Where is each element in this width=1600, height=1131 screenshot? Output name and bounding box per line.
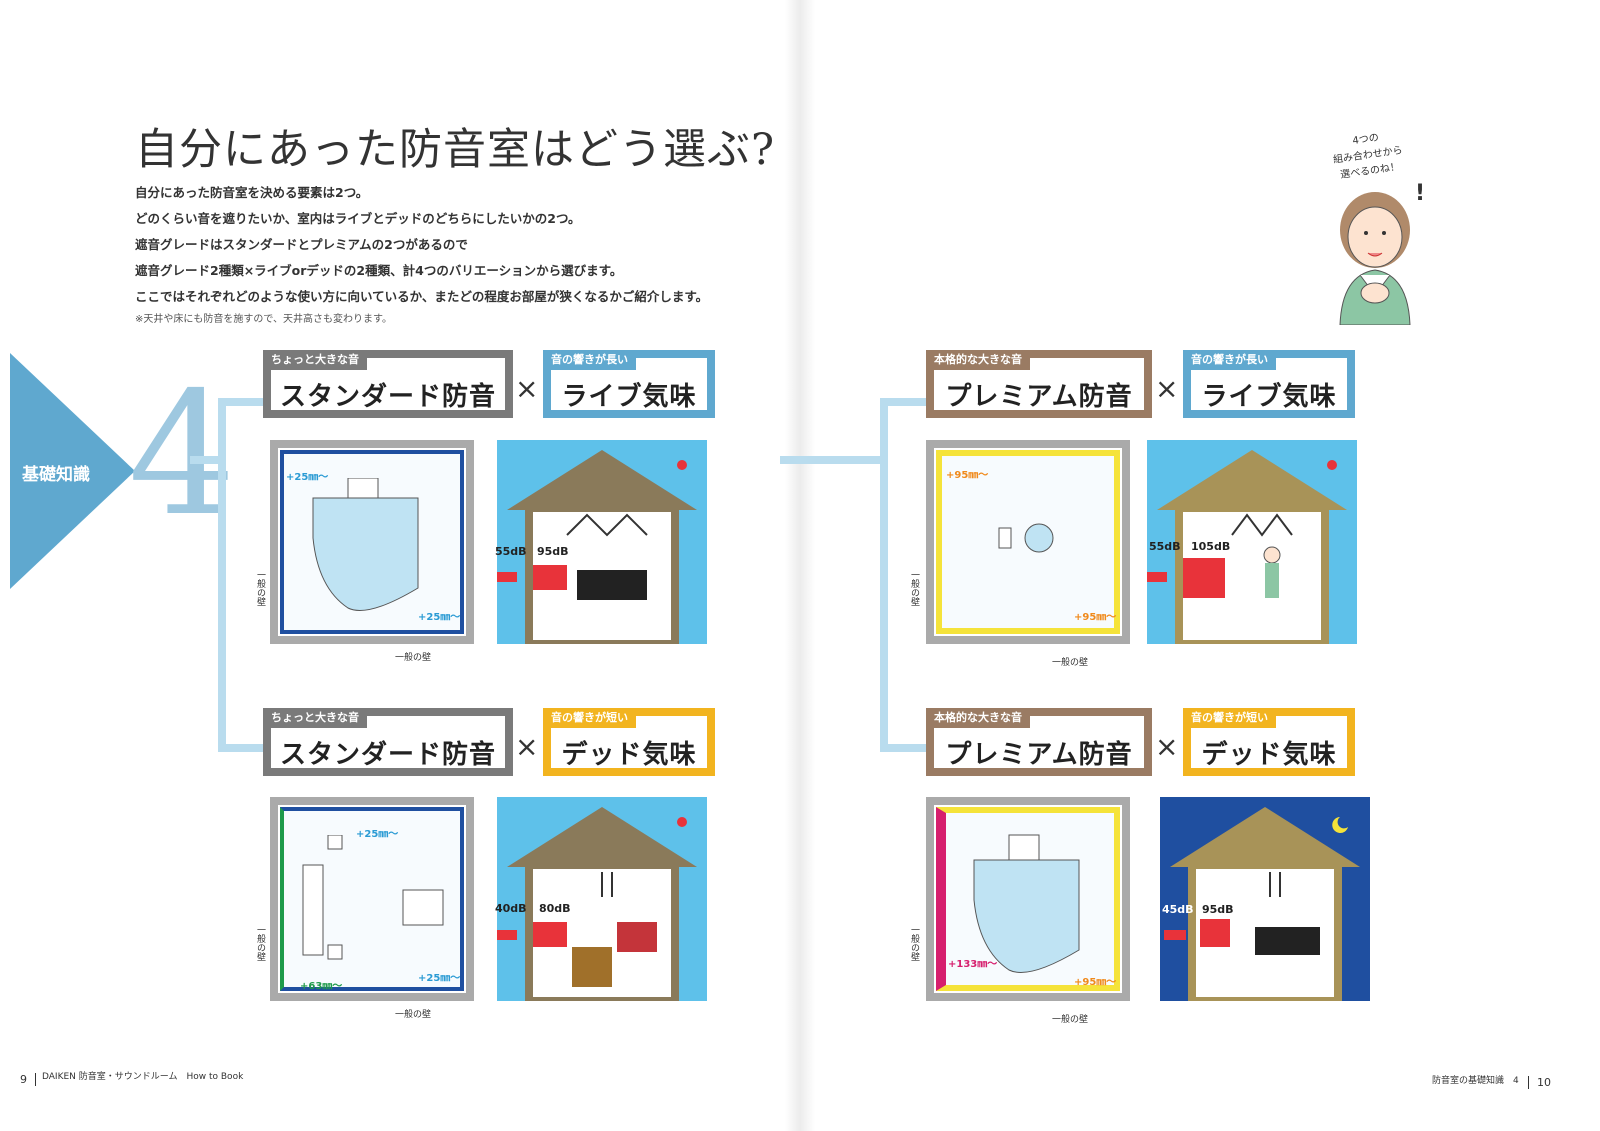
footer-left: DAIKEN 防音室・サウンドルーム How to Book	[42, 1072, 244, 1082]
intro-line: どのくらい音を遮りたいか、室内はライブとデッドのどちらにしたいかの2つ。	[135, 211, 581, 226]
dimension-label: +63㎜～	[300, 981, 343, 992]
acoustic-label: デッド気味	[561, 740, 697, 770]
house-scene-live: 55dB 105dB	[1147, 440, 1357, 644]
svg-text:!: !	[1415, 181, 1425, 206]
dimension-label: +133㎜～	[948, 959, 998, 970]
music-stand-plan	[998, 523, 1054, 553]
outside-db: 40dB	[495, 902, 527, 915]
grade-box-premium: 本格的な大きな音 プレミアム防音	[926, 350, 1152, 418]
intro-line: 遮音グレード2種類×ライブorデッドの2種類、計4つのバリエーションから選びます…	[135, 263, 623, 278]
woman-illustration: !	[1339, 181, 1425, 325]
dimension-label: +25㎜～	[418, 612, 461, 623]
acoustic-tag: 音の響きが短い	[1183, 708, 1276, 728]
floor-plan: +133㎜～ +95㎜～	[926, 797, 1130, 1001]
wall-label: 一般の壁	[395, 1010, 432, 1020]
inside-db: 95dB	[1202, 903, 1234, 916]
grade-box-standard: ちょっと大きな音 スタンダード防音	[263, 708, 513, 776]
intro-note: ※天井や床にも防音を施すので、天井高さも変わります。	[135, 314, 392, 325]
dimension-label: +95㎜～	[1074, 612, 1117, 623]
dimension-label: +25㎜～	[356, 829, 399, 840]
acoustic-tag: 音の響きが長い	[543, 350, 636, 370]
wall-label: 一般の壁	[909, 570, 919, 606]
house-scene-live: 55dB 95dB	[495, 440, 707, 644]
wall-label: 一般の壁	[255, 925, 265, 961]
outside-db: 55dB	[495, 545, 527, 558]
grade-label: プレミアム防音	[945, 740, 1133, 770]
dimension-label: +95㎜～	[946, 470, 989, 481]
acoustic-label: ライブ気味	[1201, 382, 1337, 412]
acoustic-label: デッド気味	[1201, 740, 1337, 770]
floor-plan: +25㎜～ +25㎜～	[270, 440, 474, 644]
grade-tag: 本格的な大きな音	[926, 350, 1030, 370]
acoustic-label: ライブ気味	[561, 382, 697, 412]
house-illustration	[497, 807, 697, 1001]
wall-label: 一般の壁	[909, 925, 919, 961]
page-number-left: 9	[20, 1073, 36, 1086]
times-sign: ×	[515, 372, 539, 405]
wall-label: 一般の壁	[1052, 1015, 1089, 1025]
grade-box-premium: 本格的な大きな音 プレミアム防音	[926, 708, 1152, 776]
floor-plan: +95㎜～ +95㎜～	[926, 440, 1130, 644]
times-sign: ×	[1155, 730, 1179, 763]
grade-tag: ちょっと大きな音	[263, 708, 367, 728]
connector-line	[880, 398, 888, 752]
house-illustration	[1164, 807, 1360, 1001]
connector-line	[218, 744, 264, 752]
acoustic-box-live: 音の響きが長い ライブ気味	[1183, 350, 1355, 418]
dimension-label: +25㎜～	[418, 973, 461, 984]
dimension-label: +95㎜～	[1074, 977, 1117, 988]
connector-line	[880, 744, 926, 752]
page-title: 自分にあった防音室はどう選ぶ?	[135, 125, 776, 175]
house-illustration	[497, 450, 697, 644]
house-illustration	[1147, 450, 1347, 644]
footer-right: 防音室の基礎知識 4	[1432, 1076, 1519, 1086]
grade-box-standard: ちょっと大きな音 スタンダード防音	[263, 350, 513, 418]
intro-line: 自分にあった防音室を決める要素は2つ。	[135, 185, 369, 200]
outside-db: 55dB	[1149, 540, 1181, 553]
grade-label: プレミアム防音	[945, 382, 1133, 412]
inside-db: 105dB	[1191, 540, 1231, 553]
house-scene-dead-night: 45dB 95dB	[1160, 797, 1370, 1001]
intro-text: 自分にあった防音室を決める要素は2つ。 どのくらい音を遮りたいか、室内はライブと…	[135, 180, 708, 310]
wall-label: 一般の壁	[395, 653, 432, 663]
grade-label: スタンダード防音	[279, 740, 496, 770]
room-furniture-plan	[302, 835, 444, 960]
acoustic-tag: 音の響きが長い	[1183, 350, 1276, 370]
page-gutter	[785, 0, 815, 1131]
acoustic-box-dead: 音の響きが短い デッド気味	[543, 708, 715, 776]
badge-label: 基礎知識	[22, 465, 90, 485]
times-sign: ×	[515, 730, 539, 763]
times-sign: ×	[1155, 372, 1179, 405]
wall-label: 一般の壁	[1052, 658, 1089, 668]
connector-line	[880, 398, 926, 406]
grade-label: スタンダード防音	[279, 382, 496, 412]
page-number-right: 10	[1528, 1076, 1551, 1089]
grand-piano-plan	[973, 834, 1080, 973]
connector-line	[780, 456, 886, 464]
acoustic-tag: 音の響きが短い	[543, 708, 636, 728]
grade-tag: ちょっと大きな音	[263, 350, 367, 370]
connector-line	[218, 398, 264, 406]
grand-piano-plan	[312, 478, 419, 611]
inside-db: 95dB	[537, 545, 569, 558]
connector-line	[218, 398, 226, 752]
acoustic-box-dead: 音の響きが短い デッド気味	[1183, 708, 1355, 776]
section-badge	[10, 353, 135, 589]
outside-db: 45dB	[1162, 903, 1194, 916]
inside-db: 80dB	[539, 902, 571, 915]
house-scene-dead: 40dB 80dB	[495, 797, 707, 1001]
wall-label: 一般の壁	[255, 570, 265, 606]
floor-plan: +25㎜～ +63㎜～ +25㎜～	[270, 797, 474, 1001]
acoustic-box-live: 音の響きが長い ライブ気味	[543, 350, 715, 418]
connector-line	[190, 456, 224, 464]
intro-line: 遮音グレードはスタンダードとプレミアムの2つがあるので	[135, 237, 468, 252]
intro-line: ここではそれぞれどのような使い方に向いているか、またどの程度お部屋が狭くなるかご…	[135, 289, 709, 304]
dimension-label: +25㎜～	[286, 472, 329, 483]
grade-tag: 本格的な大きな音	[926, 708, 1030, 728]
